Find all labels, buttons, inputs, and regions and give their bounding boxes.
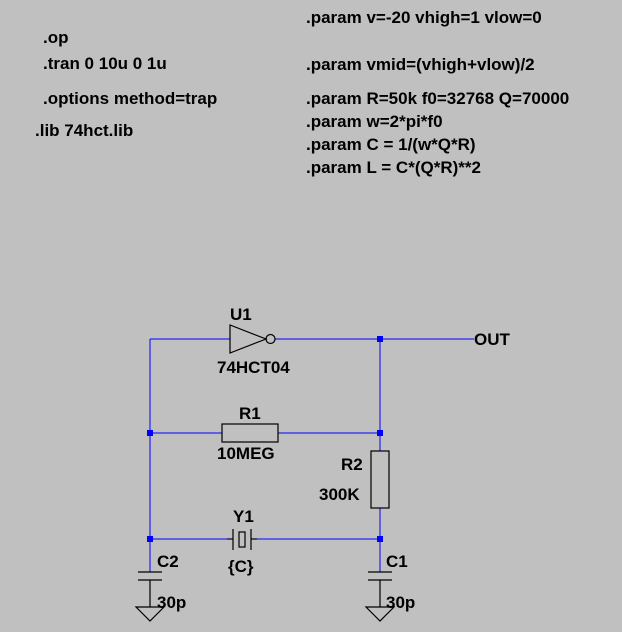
c2-value-label[interactable]: 30p [157, 593, 186, 612]
u1-ref-label[interactable]: U1 [230, 305, 252, 324]
crystal-y1[interactable] [227, 529, 257, 550]
junction-dots [147, 336, 383, 542]
directive-param-w[interactable]: .param w=2*pi*f0 [306, 112, 443, 131]
ground-icon [364, 606, 396, 622]
junction-r1-left [147, 430, 153, 436]
resistor-r2[interactable] [370, 450, 390, 509]
junction-r1-right [377, 430, 383, 436]
out-net-label[interactable]: OUT [474, 330, 511, 349]
capacitor-c1[interactable] [368, 571, 392, 607]
c2-ref-label[interactable]: C2 [157, 552, 179, 571]
directive-lib[interactable]: .lib 74hct.lib [35, 121, 134, 140]
r2-ref-label[interactable]: R2 [341, 455, 363, 474]
r1-ref-label[interactable]: R1 [239, 404, 261, 423]
directive-param-v[interactable]: .param v=-20 vhigh=1 vlow=0 [306, 8, 542, 27]
y1-ref-label[interactable]: Y1 [233, 507, 254, 526]
u1-value-label[interactable]: 74HCT04 [217, 358, 290, 377]
y1-value-label[interactable]: {C} [228, 557, 254, 576]
inverter-u1[interactable] [229, 324, 276, 354]
capacitor-c2[interactable] [138, 571, 162, 607]
directive-param-r[interactable]: .param R=50k f0=32768 Q=70000 [306, 89, 570, 108]
ground-icon [134, 606, 166, 622]
directive-op[interactable]: .op [43, 28, 69, 47]
r1-value-label[interactable]: 10MEG [217, 444, 275, 463]
c1-value-label[interactable]: 30p [386, 593, 415, 612]
r2-value-label[interactable]: 300K [319, 485, 360, 504]
directive-param-vmid[interactable]: .param vmid=(vhigh+vlow)/2 [306, 55, 535, 74]
directive-param-l[interactable]: .param L = C*(Q*R)**2 [306, 158, 481, 177]
wires[interactable] [149, 338, 474, 572]
junction-c1 [377, 536, 383, 542]
junction-out [377, 336, 383, 342]
directive-tran[interactable]: .tran 0 10u 0 1u [43, 54, 167, 73]
c1-ref-label[interactable]: C1 [386, 552, 408, 571]
resistor-r1[interactable] [221, 423, 279, 443]
junction-c2 [147, 536, 153, 542]
directive-options[interactable]: .options method=trap [43, 89, 218, 108]
directive-param-c[interactable]: .param C = 1/(w*Q*R) [306, 135, 476, 154]
